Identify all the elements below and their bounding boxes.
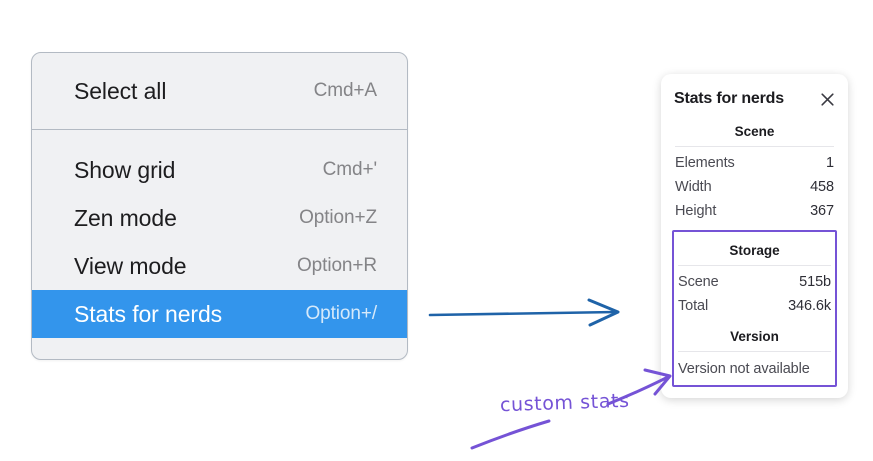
menu-item-shortcut: Option+R	[297, 255, 377, 276]
menu-item-show-grid[interactable]: Show grid Cmd+'	[32, 146, 407, 194]
context-menu[interactable]: Select all Cmd+A Show grid Cmd+' Zen mod…	[31, 52, 408, 360]
stat-value: 367	[810, 203, 834, 219]
stat-row-width: Width 458	[674, 175, 835, 199]
menu-item-shortcut: Option+Z	[299, 207, 377, 228]
menu-item-label: Zen mode	[74, 204, 177, 231]
stat-row-storage-total: Total 346.6k	[677, 294, 832, 318]
divider	[675, 146, 834, 147]
menu-item-zen-mode[interactable]: Zen mode Option+Z	[32, 194, 407, 242]
stat-row-elements: Elements 1	[674, 151, 835, 175]
section-heading-storage: Storage	[729, 243, 780, 258]
stat-label: Elements	[675, 155, 735, 171]
arrow-right-icon	[428, 298, 620, 327]
menu-section-1: Select all Cmd+A	[32, 53, 407, 130]
menu-item-select-all[interactable]: Select all Cmd+A	[32, 67, 407, 115]
stat-value: 515b	[799, 274, 831, 290]
divider	[678, 265, 831, 266]
menu-section-2: Show grid Cmd+' Zen mode Option+Z View m…	[32, 130, 407, 359]
menu-item-label: View mode	[74, 252, 187, 279]
menu-item-shortcut: Option+/	[305, 303, 377, 324]
menu-item-label: Show grid	[74, 156, 176, 183]
menu-item-shortcut: Cmd+'	[322, 159, 377, 180]
stats-panel-header: Stats for nerds	[661, 85, 848, 113]
section-heading-scene: Scene	[734, 124, 775, 139]
stat-value: 346.6k	[788, 298, 831, 314]
stat-label: Height	[675, 203, 717, 219]
annotation-underline-stroke	[470, 419, 551, 450]
stats-for-nerds-panel: Stats for nerds Scene Elements 1 Width 4…	[661, 74, 848, 398]
annotation-label-custom-stats: custom stats	[499, 389, 630, 417]
menu-item-view-mode[interactable]: View mode Option+R	[32, 242, 407, 290]
stats-panel-title: Stats for nerds	[674, 90, 784, 107]
version-not-available-text: Version not available	[678, 361, 810, 377]
custom-stats-highlight-box: Storage Scene 515b Total 346.6k Version …	[672, 230, 837, 387]
menu-item-shortcut: Cmd+A	[313, 80, 377, 101]
menu-item-label: Stats for nerds	[74, 300, 223, 327]
menu-item-stats-for-nerds[interactable]: Stats for nerds Option+/	[32, 290, 407, 338]
divider	[678, 351, 831, 352]
close-icon[interactable]	[819, 91, 836, 108]
stat-row-storage-scene: Scene 515b	[677, 270, 832, 294]
stat-label: Scene	[678, 274, 719, 290]
section-heading-version: Version	[730, 329, 779, 344]
stats-panel-body: Scene Elements 1 Width 458 Height 367 St…	[661, 113, 848, 387]
stat-row-height: Height 367	[674, 199, 835, 223]
stat-label: Width	[675, 179, 712, 195]
menu-item-label: Select all	[74, 77, 167, 104]
stat-label: Total	[678, 298, 709, 314]
stat-value: 458	[810, 179, 834, 195]
stat-value: 1	[826, 155, 834, 171]
